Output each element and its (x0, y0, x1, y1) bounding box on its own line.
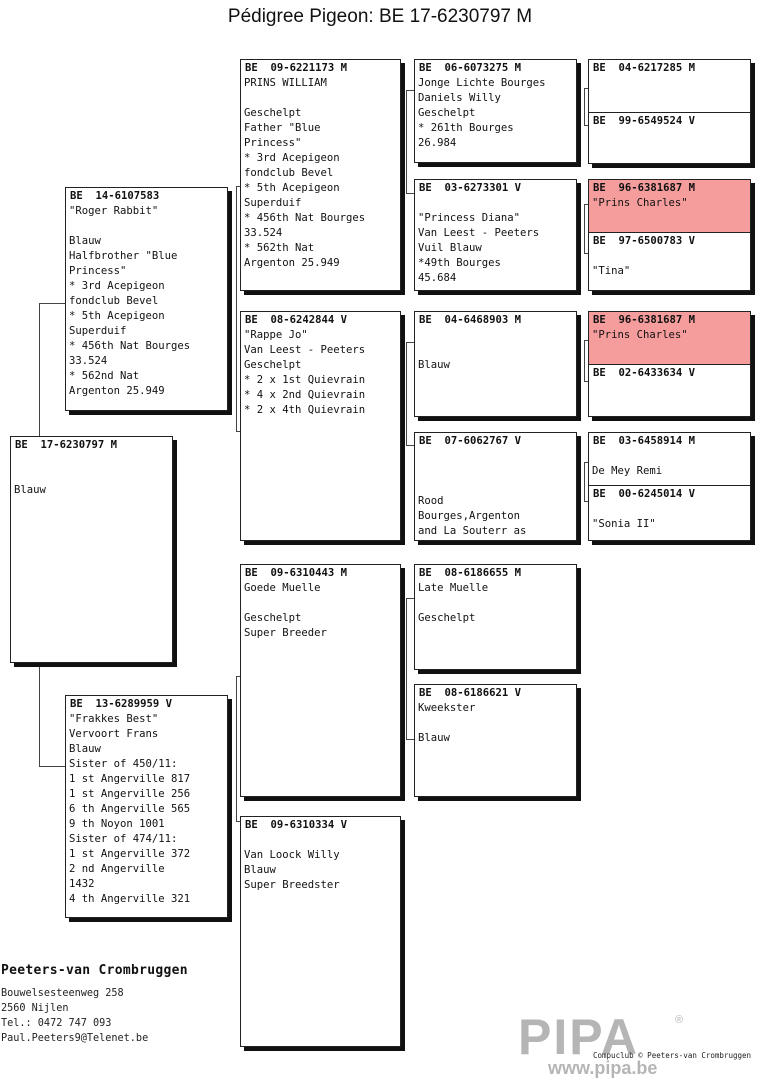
pigeon-card-ffm: BE 03-6273301 V "Princess Diana" Van Lee… (414, 179, 577, 291)
pigeon-details: Late Muelle Geschelpt (418, 582, 489, 624)
pigeon-card-mfm: BE 08-6186621 V Kweekster Blauw (414, 684, 577, 797)
pigeon-card-g2: BE 99-6549524 V (588, 112, 751, 164)
pigeon-card-mm: BE 09-6310334 V Van Loock Willy Blauw Su… (240, 816, 401, 1047)
pigeon-card-ff: BE 09-6221173 M PRINS WILLIAM Geschelpt … (240, 59, 401, 291)
ring-number: BE 96-6381687 M (589, 312, 750, 328)
ring-number: BE 06-6073275 M (419, 62, 522, 74)
ring-number: BE 00-6245014 V (593, 488, 696, 500)
pigeon-details: "Sonia II" (592, 518, 656, 530)
connector-subject-stem (39, 303, 40, 437)
pigeon-card-fmf: BE 04-6468903 M Blauw (414, 311, 577, 417)
connector-fff (584, 88, 590, 126)
connector-mf (406, 598, 414, 740)
pigeon-card-g7: BE 03-6458914 M De Mey Remi (588, 432, 751, 486)
pigeon-card-subject: BE 17-6230797 M Blauw (10, 436, 173, 663)
pipa-logo: PIPA (518, 1009, 639, 1065)
breeder-city: 2560 Nijlen (1, 1003, 69, 1014)
pigeon-details: Blauw (14, 484, 46, 496)
pipa-watermark: PIPA ® www.pipa.be (470, 1009, 683, 1082)
breeder-name: Peeters-van Crombruggen (1, 963, 188, 978)
pigeon-card-g8: BE 00-6245014 V "Sonia II" (588, 485, 751, 541)
connector-ff (406, 90, 414, 194)
connector-father (236, 186, 242, 432)
pigeon-details: Blauw (418, 359, 450, 371)
pigeon-card-g6: BE 02-6433634 V (588, 364, 751, 417)
ring-number: BE 13-6289959 V (70, 698, 173, 710)
ring-number: BE 03-6458914 M (593, 435, 696, 447)
pigeon-details: Rood Bourges,Argenton and La Souterr as (418, 495, 527, 537)
ring-number: BE 04-6468903 M (419, 314, 522, 326)
pigeon-details: "Tina" (592, 265, 631, 277)
pigeon-details: "Princess Diana" Van Leest - Peeters Vui… (418, 212, 540, 284)
breeder-phone: Tel.: 0472 747 093 (1, 1018, 112, 1029)
ring-number: BE 09-6310443 M (245, 567, 348, 579)
pigeon-details: De Mey Remi (592, 465, 663, 477)
connector-fmf (584, 340, 590, 382)
connector-ffm (584, 204, 590, 254)
breeder-email: Paul.Peeters9@Telenet.be (1, 1033, 149, 1044)
pigeon-details: "Prins Charles" (589, 328, 750, 364)
pigeon-details: Goede Muelle Geschelpt Super Breeder (244, 582, 327, 639)
pigeon-details: Van Loock Willy Blauw Super Breedster (244, 849, 340, 891)
software-credit: Compuclub © Peeters-van Crombruggen (593, 1051, 752, 1060)
pigeon-card-fff: BE 06-6073275 M Jonge Lichte Bourges Dan… (414, 59, 577, 163)
connector-mother (236, 676, 242, 822)
pigeon-card-g5: BE 96-6381687 M "Prins Charles" (588, 311, 751, 365)
pigeon-details: "Roger Rabbit" Blauw Halfbrother "Blue P… (69, 205, 191, 397)
pigeon-card-g4: BE 97-6500783 V "Tina" (588, 232, 751, 291)
ring-number: BE 08-6242844 V (245, 314, 348, 326)
ring-number: BE 09-6221173 M (245, 62, 348, 74)
connector-fmm (584, 462, 590, 502)
pigeon-card-father: BE 14-6107583 "Roger Rabbit" Blauw Halfb… (65, 187, 228, 411)
breeder-info: Peeters-van Crombruggen Bouwelsesteenweg… (1, 963, 188, 1046)
pigeon-card-fmm: BE 07-6062767 V Rood Bourges,Argenton an… (414, 432, 577, 541)
ring-number: BE 17-6230797 M (15, 439, 118, 451)
ring-number: BE 14-6107583 (70, 190, 160, 202)
pigeon-card-g1: BE 04-6217285 M (588, 59, 751, 113)
pigeon-card-fm: BE 08-6242844 V "Rappe Jo" Van Leest - P… (240, 311, 401, 541)
ring-number: BE 99-6549524 V (593, 115, 696, 127)
ring-number: BE 08-6186655 M (419, 567, 522, 579)
ring-number: BE 96-6381687 M (589, 180, 750, 196)
pigeon-details: "Frakkes Best" Vervoort Frans Blauw Sist… (69, 713, 191, 905)
ring-number: BE 03-6273301 V (419, 182, 522, 194)
pipa-url: www.pipa.be (548, 1058, 658, 1078)
page-title: Pédigree Pigeon: BE 17-6230797 M (227, 6, 533, 27)
registered-mark: ® (675, 1014, 684, 1026)
pigeon-details: "Rappe Jo" Van Leest - Peeters Geschelpt… (244, 329, 366, 416)
ring-number: BE 97-6500783 V (593, 235, 696, 247)
connector-fm (406, 342, 414, 446)
pigeon-details: Kweekster Blauw (418, 702, 476, 744)
ring-number: BE 09-6310334 V (245, 819, 348, 831)
ring-number: BE 04-6217285 M (593, 62, 696, 74)
pigeon-details: PRINS WILLIAM Geschelpt Father "Blue Pri… (244, 77, 366, 269)
pigeon-details: Jonge Lichte Bourges Daniels Willy Gesch… (418, 77, 546, 149)
ring-number: BE 02-6433634 V (593, 367, 696, 379)
pigeon-card-mf: BE 09-6310443 M Goede Muelle Geschelpt S… (240, 564, 401, 797)
ring-number: BE 08-6186621 V (419, 687, 522, 699)
ring-number: BE 07-6062767 V (419, 435, 522, 447)
breeder-address: Bouwelsesteenweg 258 (1, 988, 124, 999)
pigeon-card-g3: BE 96-6381687 M "Prins Charles" (588, 179, 751, 233)
pigeon-details: "Prins Charles" (589, 196, 750, 232)
pigeon-card-mff: BE 08-6186655 M Late Muelle Geschelpt (414, 564, 577, 670)
pigeon-card-mother: BE 13-6289959 V "Frakkes Best" Vervoort … (65, 695, 228, 918)
